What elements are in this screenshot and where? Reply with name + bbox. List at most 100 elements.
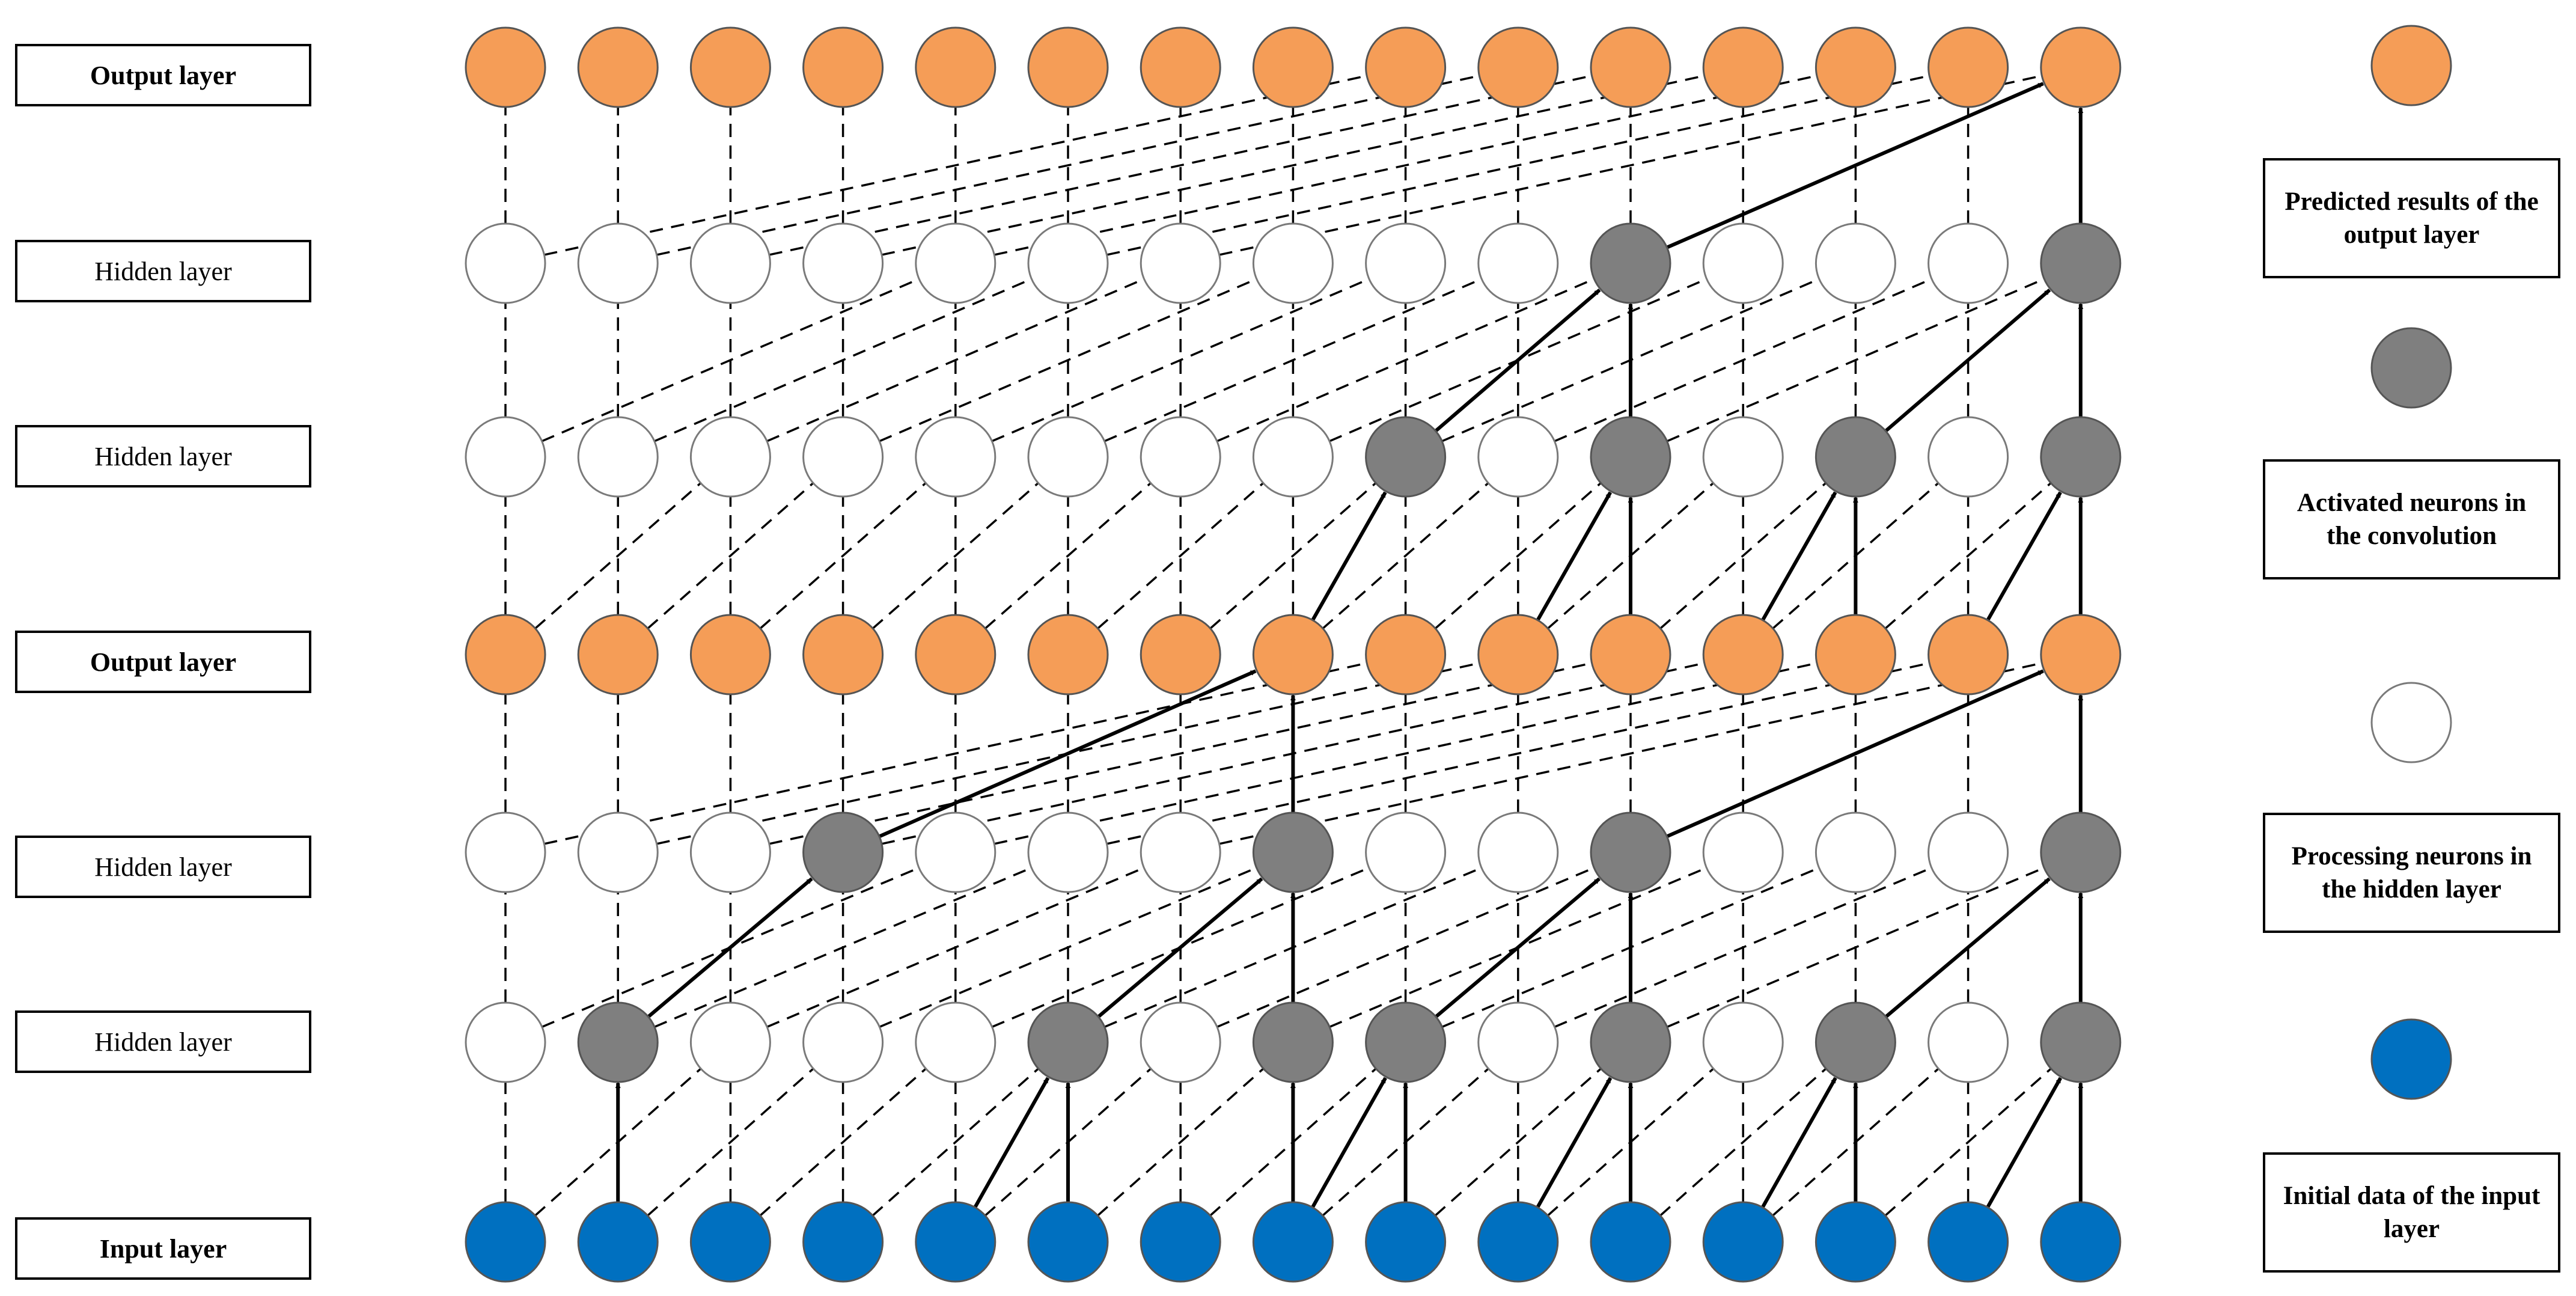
hidden-neuron xyxy=(1027,416,1109,498)
layer-label-5: Hidden layer xyxy=(15,1010,311,1073)
input-neuron xyxy=(1702,1201,1784,1283)
active-neuron xyxy=(1590,1001,1671,1083)
hidden-neuron xyxy=(1477,416,1559,498)
dashed-edge xyxy=(759,482,927,629)
hidden-neuron xyxy=(1252,222,1334,304)
output-neuron xyxy=(1927,26,2009,108)
hidden-neuron xyxy=(802,1001,884,1083)
active-neuron xyxy=(1365,416,1447,498)
active-edge xyxy=(1884,877,2051,1018)
hidden-neuron xyxy=(1814,812,1896,893)
dashed-edge xyxy=(879,278,1257,442)
hidden-neuron xyxy=(1927,1001,2009,1083)
hidden-neuron xyxy=(1252,416,1334,498)
dashed-edge xyxy=(1434,1068,1602,1217)
dashed-edge xyxy=(769,75,1592,256)
hidden-neuron xyxy=(465,222,546,304)
hidden-neuron xyxy=(1027,812,1109,893)
dashed-edge xyxy=(1209,482,1377,629)
dashed-edge xyxy=(1097,1068,1265,1217)
dashed-edge xyxy=(871,1068,1039,1217)
hidden-neuron xyxy=(1702,812,1784,893)
hidden-neuron xyxy=(1140,1001,1221,1083)
active-neuron xyxy=(1252,1001,1334,1083)
dashed-edge xyxy=(541,278,920,442)
dashed-edge xyxy=(647,1068,814,1217)
active-neuron xyxy=(1252,812,1334,893)
hidden-neuron xyxy=(802,222,884,304)
hidden-neuron xyxy=(1927,222,2009,304)
input-neuron xyxy=(1365,1201,1447,1283)
active-edge xyxy=(1884,289,2051,433)
dashed-edge xyxy=(1219,75,2042,256)
active-neuron xyxy=(2040,222,2122,304)
active-neuron xyxy=(1027,1001,1109,1083)
legend-output-text: Predicted results of the output layer xyxy=(2263,158,2560,278)
hidden-neuron xyxy=(1702,416,1784,498)
dashed-edge xyxy=(1659,1068,1827,1217)
hidden-neuron xyxy=(1140,222,1221,304)
output-neuron xyxy=(1027,26,1109,108)
dashed-edge xyxy=(872,482,1039,629)
legend-swatches xyxy=(2370,25,2452,1100)
dashed-edge xyxy=(1659,482,1827,629)
output-neuron xyxy=(1365,614,1447,695)
output-neuron xyxy=(1702,26,1784,108)
hidden-neuron xyxy=(1927,416,2009,498)
dashed-edge xyxy=(1322,482,1489,629)
output-neuron xyxy=(1477,26,1559,108)
hidden-neuron xyxy=(465,416,546,498)
layer-label-0: Output layer xyxy=(15,44,311,106)
hidden-neuron xyxy=(689,812,771,893)
active-edge xyxy=(878,669,1257,839)
hidden-neuron xyxy=(1140,416,1221,498)
dashed-edge xyxy=(1216,278,1595,442)
active-neuron xyxy=(802,812,884,893)
dashed-edge xyxy=(1884,1068,2052,1217)
output-neuron xyxy=(1140,26,1221,108)
output-neuron xyxy=(2040,614,2122,695)
legend-hidden-text: Processing neurons in the hidden layer xyxy=(2263,813,2560,933)
output-neuron xyxy=(802,614,884,695)
output-neuron xyxy=(1814,614,1896,695)
dashed-edge xyxy=(993,662,1818,845)
output-neuron xyxy=(915,26,997,108)
input-neuron xyxy=(1252,1201,1334,1283)
dashed-edge xyxy=(647,482,814,629)
active-neuron xyxy=(1814,1001,1896,1083)
active-edge xyxy=(973,1077,1050,1208)
active-neuron xyxy=(2040,416,2122,498)
output-neuron xyxy=(689,614,771,695)
dashed-edge xyxy=(984,482,1152,629)
output-neuron xyxy=(915,614,997,695)
active-edge xyxy=(1536,491,1612,622)
output-neuron xyxy=(577,614,659,695)
output-neuron xyxy=(1477,614,1559,695)
dashed-edge xyxy=(759,1068,927,1217)
dashed-edge xyxy=(656,75,1480,256)
output-neuron xyxy=(1814,26,1896,108)
output-neuron xyxy=(465,26,546,108)
active-neuron xyxy=(2040,812,2122,893)
active-edge xyxy=(1097,877,1263,1018)
dashed-edge xyxy=(881,75,1705,256)
hidden-neuron xyxy=(1027,222,1109,304)
layer-label-3: Output layer xyxy=(15,631,311,693)
input-neuron xyxy=(915,1201,997,1283)
layer-label-6: Input layer xyxy=(15,1217,311,1280)
input-neuron xyxy=(1814,1201,1896,1283)
active-edge xyxy=(1761,1077,1837,1208)
hidden-neuron xyxy=(915,812,997,893)
neuron-grid xyxy=(465,26,2122,1283)
output-neuron xyxy=(1365,26,1447,108)
legend-input-swatch xyxy=(2370,1018,2452,1100)
hidden-neuron xyxy=(1477,222,1559,304)
legend-input-text: Initial data of the input layer xyxy=(2263,1152,2560,1273)
hidden-neuron xyxy=(1702,222,1784,304)
dashed-edge xyxy=(534,482,701,629)
active-neuron xyxy=(2040,1001,2122,1083)
output-neuron xyxy=(2040,26,2122,108)
output-neuron xyxy=(1590,26,1671,108)
active-edge xyxy=(1536,1077,1613,1208)
